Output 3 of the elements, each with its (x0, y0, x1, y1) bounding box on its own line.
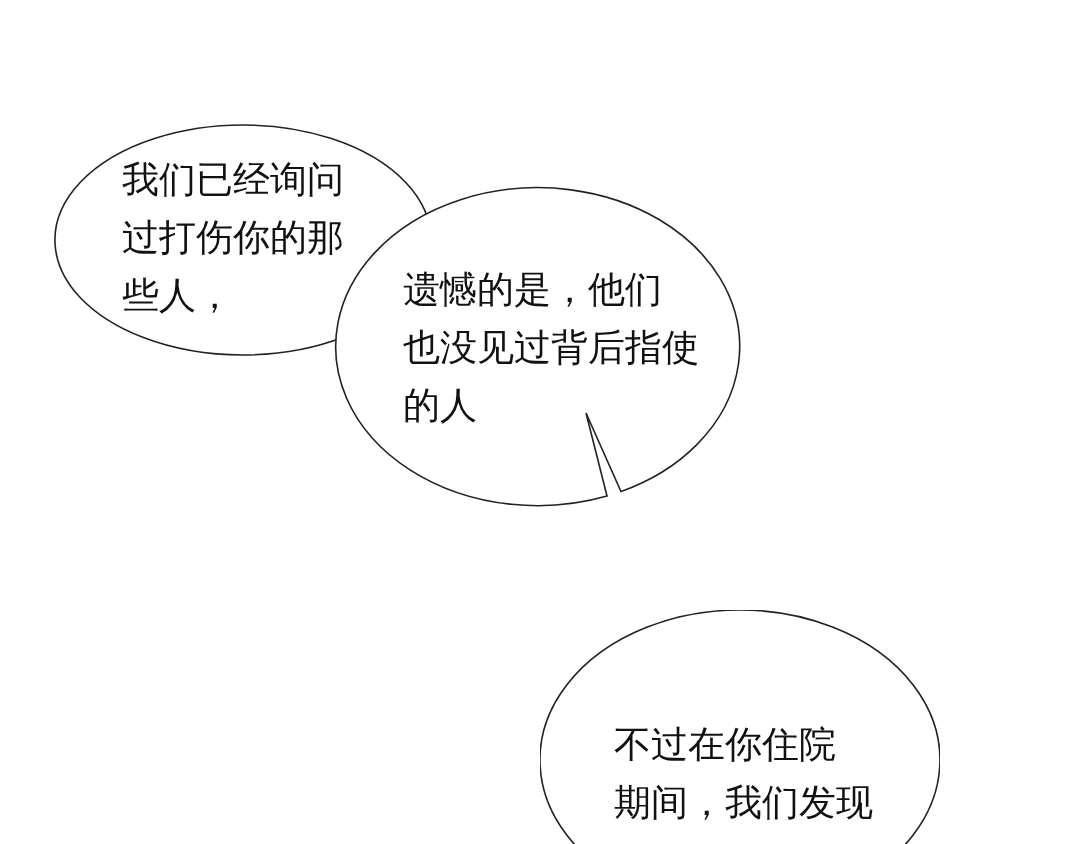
speech-text: 遗憾的是，他们也没见过背后指使的人 (403, 267, 700, 429)
speech-text: 我们已经询问过打伤你的那些人， (122, 157, 345, 319)
speech-text: 不过在你住院期间，我们发现 (614, 722, 874, 826)
